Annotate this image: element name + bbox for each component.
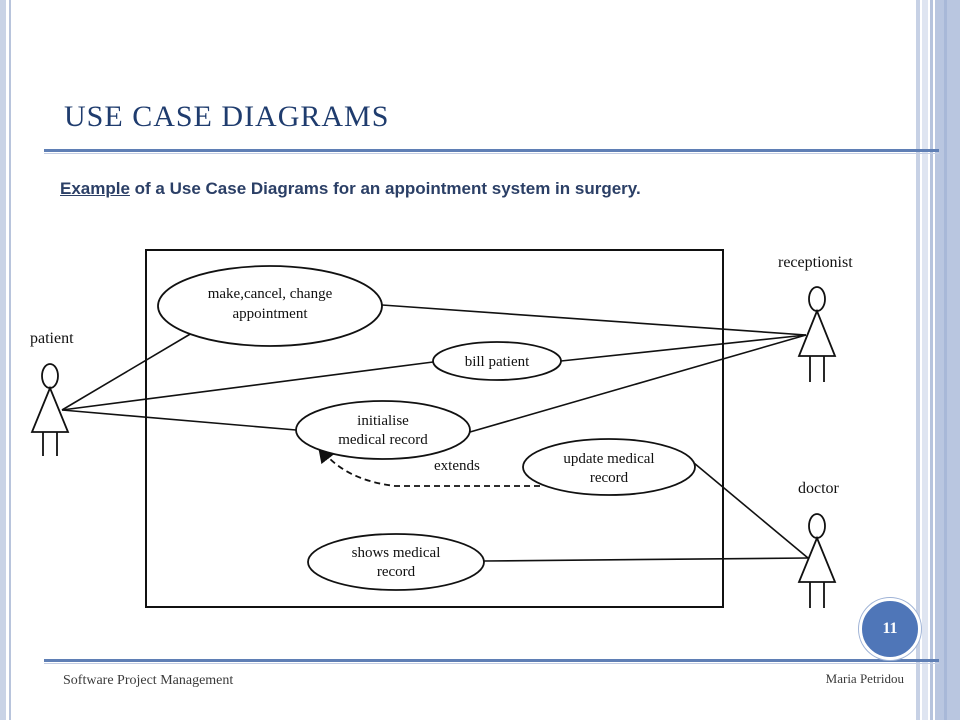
footer-rule-shadow [44, 663, 939, 664]
left-frame-line [9, 0, 11, 720]
line-update-doctor [693, 462, 809, 559]
use-case-update-line2: record [590, 470, 629, 486]
actor-receptionist [797, 286, 837, 382]
actor-doctor [797, 513, 837, 608]
extends-arrow [317, 444, 540, 487]
actor-receptionist-label: receptionist [778, 254, 853, 271]
use-case-make-change-line2: appointment [233, 306, 309, 322]
use-case-make-change: make,cancel, change appointment [157, 265, 383, 347]
extends-label: extends [434, 458, 480, 474]
association-lines [61, 304, 809, 562]
subtitle-link-word: Example [60, 179, 130, 198]
use-case-bill-patient: bill patient [432, 341, 562, 381]
footer-course-title: Software Project Management [63, 673, 234, 688]
use-case-shows-line1: shows medical [352, 545, 441, 561]
footer-rule [44, 659, 939, 662]
left-frame-border [0, 0, 6, 720]
line-shows-doctor [483, 557, 809, 562]
line-patient-make-change [61, 332, 193, 411]
slide-title: USE CASE DIAGRAMS [64, 100, 390, 133]
actor-patient-head [41, 363, 59, 389]
actor-patient-body [30, 385, 70, 433]
actor-doctor-body [797, 535, 837, 583]
slide-subtitle: Example of a Use Case Diagrams for an ap… [60, 179, 641, 198]
line-make-change-receptionist [381, 304, 807, 336]
actor-doctor-label: doctor [798, 480, 840, 497]
use-case-initialise-line2: medical record [338, 432, 428, 448]
line-patient-initialise [61, 409, 297, 431]
actor-patient [30, 363, 70, 456]
use-case-update-medical: update medical record [522, 438, 696, 496]
footer-author: Maria Petridou [825, 671, 904, 686]
line-initialise-receptionist [469, 334, 807, 433]
use-case-initialise: initialise medical record [295, 400, 471, 460]
line-patient-bill [61, 361, 434, 411]
page-number-badge: 11 [859, 598, 921, 660]
title-rule-shadow [44, 153, 939, 154]
use-case-bill-patient-label: bill patient [465, 354, 530, 370]
actor-receptionist-body [797, 308, 837, 357]
use-case-shows-medical: shows medical record [307, 533, 485, 591]
use-case-shows-line2: record [377, 564, 416, 580]
title-rule [44, 149, 939, 152]
line-bill-receptionist [560, 334, 807, 362]
actor-patient-label: patient [30, 330, 74, 347]
actor-receptionist-head [808, 286, 826, 312]
use-case-make-change-line1: make,cancel, change [208, 286, 333, 302]
use-case-update-line1: update medical [563, 451, 654, 467]
actor-doctor-head [808, 513, 826, 539]
use-case-initialise-line1: initialise [357, 413, 409, 429]
system-boundary [145, 249, 724, 608]
